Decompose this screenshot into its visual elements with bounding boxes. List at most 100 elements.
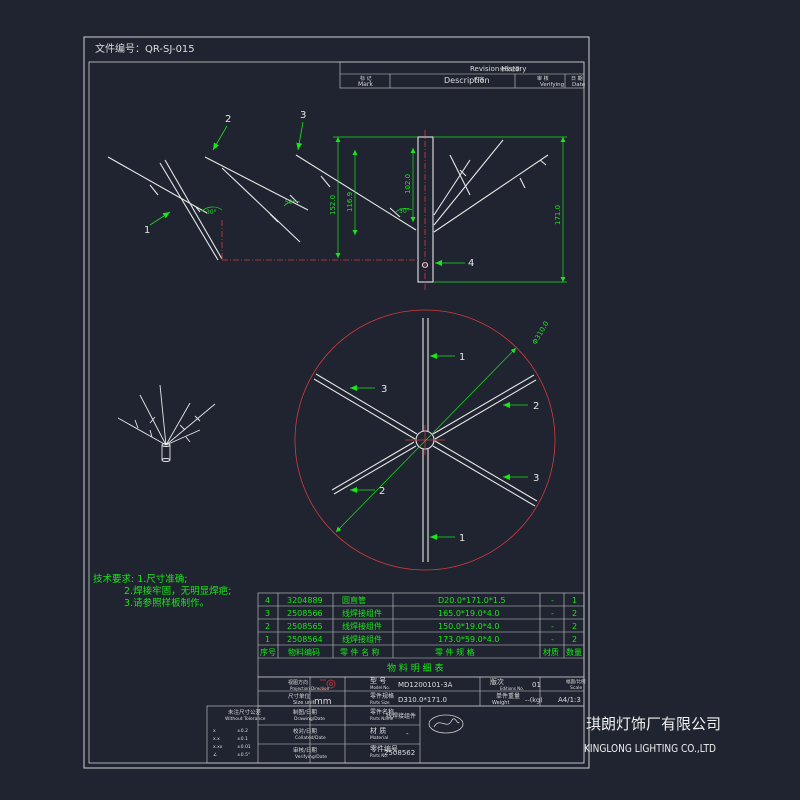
weight-label: Weight <box>492 700 509 706</box>
bom-cell-name: 线焊接组件 <box>342 608 382 618</box>
edition-value: 01 <box>532 681 541 689</box>
bom-cell-qty: 2 <box>572 622 577 631</box>
scale-label: Scale <box>570 685 582 691</box>
weight-label-cn: 单件重量 <box>496 692 520 700</box>
bom-header-spec: 零 件 规 格 <box>435 647 475 657</box>
dim-171: 171.0 <box>554 205 562 225</box>
bom-header-code: 物料编码 <box>288 647 320 657</box>
revision-date: Date <box>572 82 586 88</box>
bom-header-name: 零 件 名 称 <box>340 647 380 657</box>
check-label-cn: 校对/日期 <box>293 727 317 735</box>
tolerance-list: x±0.2x.x±0.1x.xx±0.01∠±0.5° <box>213 728 251 758</box>
company-name-cn: 琪朗灯饰厂有限公司 <box>586 715 721 733</box>
callout-top-3: 3 <box>300 110 306 121</box>
bom-cell-material: - <box>551 609 554 618</box>
verify-label: Verifying/Date <box>295 754 327 760</box>
callout-leaders-elevation <box>149 121 465 266</box>
bom-cell-qty: 2 <box>572 609 577 618</box>
bom-cell-name: 线焊接组件 <box>342 621 382 631</box>
tolerance-value: ±0.01 <box>237 744 251 750</box>
parts-name-label: Parts Name <box>370 716 394 721</box>
center-lines-elevation <box>221 130 426 290</box>
model-value: MD1200101-3A <box>398 681 453 689</box>
parts-no-label: Parts No. <box>370 753 388 758</box>
elevation-view <box>107 136 549 283</box>
drawing-label: Drawing/Date <box>294 716 325 722</box>
plan-outline-circle <box>294 309 556 571</box>
callout-top-4: 4 <box>468 258 474 269</box>
revision-description: Description <box>444 76 490 85</box>
angle-2: 50° <box>285 199 296 206</box>
tolerance-key: x.x <box>213 737 220 742</box>
projection-symbol <box>320 679 336 689</box>
bom-cell-name: 线焊接组件 <box>342 634 382 644</box>
callout-top-1: 1 <box>144 225 150 236</box>
doc-number: 文件编号：QR-SJ-015 <box>95 42 195 55</box>
model-label-cn: 型 号 <box>370 676 386 685</box>
tolerance-value: ±0.2 <box>237 728 248 734</box>
parts-no-label-cn: 零件编号 <box>370 744 398 753</box>
callout-plan-3a: 3 <box>381 384 387 395</box>
callout-plan-1a: 1 <box>459 352 465 363</box>
revision-table <box>339 61 585 89</box>
bom-cell-qty: 1 <box>572 596 577 605</box>
bom-cell-code: 3204889 <box>287 596 323 605</box>
bom-cell-code: 2508564 <box>287 635 323 644</box>
parts-name-value: 线焊接组件 <box>386 712 416 720</box>
revision-mark: Mark <box>358 81 373 88</box>
company-logo <box>428 714 464 734</box>
scale-label-cn: 幅面/比例 <box>566 678 586 685</box>
callout-plan-3b: 3 <box>533 473 539 484</box>
outer-frame <box>83 36 590 769</box>
callout-leaders-plan <box>350 353 528 540</box>
parts-no-value: 2508562 <box>384 749 415 757</box>
bom-cell-seq: 4 <box>265 596 270 605</box>
bom-cell-seq: 3 <box>265 609 270 618</box>
callout-plan-1b: 1 <box>459 533 465 544</box>
material-label: Material <box>370 735 388 741</box>
dim-152: 152.0 <box>329 195 337 215</box>
parts-size-label-cn: 零件规格 <box>370 692 394 700</box>
revision-title-cn: 修改记录 <box>500 66 520 73</box>
title-block-grid <box>206 676 585 764</box>
tech-notes-line3: 3.请参照样板制作。 <box>124 597 209 609</box>
revision-date-cn: 日 期 <box>571 76 583 82</box>
tech-notes-line2: 2.焊接牢固，无明显焊疤; <box>124 585 231 597</box>
parts-size-label: Parts Size <box>370 700 390 705</box>
projection-label: Projection Direction <box>290 686 330 691</box>
bom-header-qty: 数量 <box>566 647 582 657</box>
bom-cell-material: - <box>551 596 554 605</box>
callout-top-2: 2 <box>225 114 231 125</box>
bom-cell-seq: 2 <box>265 622 270 631</box>
bom-header-seq: 序号 <box>260 647 276 657</box>
size-unit-label: Size unit <box>293 700 315 706</box>
callout-plan-2b: 2 <box>379 486 385 497</box>
tolerance-value: ±0.5° <box>237 752 250 758</box>
parts-size-value: D310.0*171.0 <box>398 696 447 704</box>
tolerance-key: x.xx <box>213 745 223 750</box>
bom-header-material: 材质 <box>543 647 559 657</box>
bom-cell-seq: 1 <box>265 635 270 644</box>
dimension-lines-elevation <box>201 136 567 283</box>
tolerance-label: Without Tolerance <box>225 716 266 722</box>
revision-mark-cn: 标 记 <box>360 75 372 82</box>
company-name-en: KINGLONG LIGHTING CO.,LTD <box>584 742 716 755</box>
size-unit-value: mm <box>314 697 332 707</box>
model-label: Model No. <box>370 685 390 690</box>
tolerance-value: ±0.1 <box>237 736 248 742</box>
bom-cell-spec: 165.0*19.0*4.0 <box>438 609 499 618</box>
projection-label-cn: 视图方向 <box>288 679 308 686</box>
center-tube <box>417 136 434 283</box>
tech-notes-title: 技术要求: 1.尺寸准确; <box>93 573 188 585</box>
check-label: Collated/Date <box>295 735 326 741</box>
bom-cell-spec: 150.0*19.0*4.0 <box>438 622 499 631</box>
revision-description-cn: 内容 <box>474 76 484 83</box>
weight-value: --(kg) <box>525 696 543 704</box>
material-value: - <box>406 730 409 738</box>
edition-label-cn: 版次 <box>490 677 504 686</box>
callout-plan-2a: 2 <box>533 401 539 412</box>
drawing-label-cn: 制图/日期 <box>293 708 317 716</box>
isometric-view <box>117 384 216 462</box>
